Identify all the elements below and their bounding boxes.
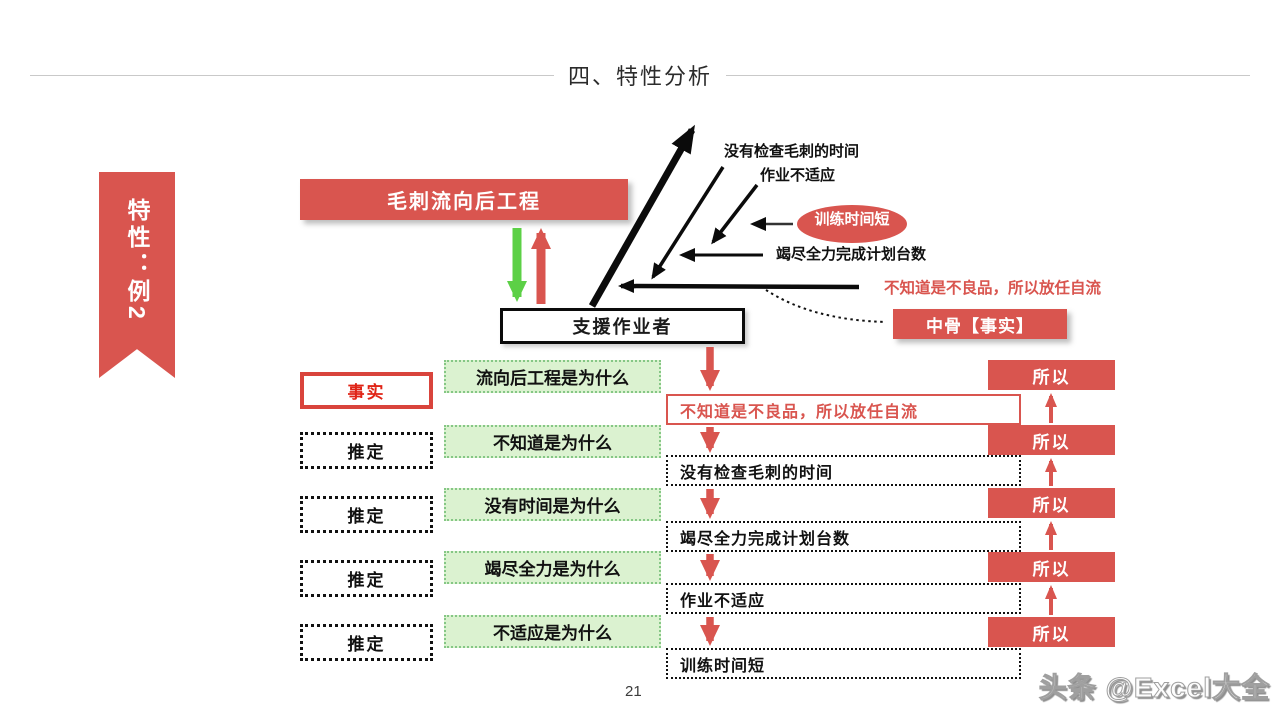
why-box-2: 不知道是为什么 <box>444 425 661 458</box>
bone-label-work-unfit: 作业不适应 <box>760 167 836 184</box>
training-time-ellipse: 训练时间短 <box>797 205 907 243</box>
so-box-3: 所以 <box>988 488 1115 518</box>
dotted-connector <box>765 289 887 323</box>
why-box-1: 流向后工程是为什么 <box>444 360 661 393</box>
legend-assumption-box-1: 推定 <box>300 432 433 469</box>
title-divider-right <box>726 74 1251 76</box>
why-box-4: 竭尽全力是为什么 <box>444 551 661 584</box>
legend-fact-box: 事实 <box>300 372 433 409</box>
page-number: 21 <box>625 683 642 700</box>
chain-box-short-training: 训练时间短 <box>666 648 1021 679</box>
bone-label-no-check-time: 没有检查毛刺的时间 <box>724 143 860 160</box>
spine-label-unknown-defect: 不知道是不良品，所以放任自流 <box>884 280 1102 297</box>
ribbon-label: 特性：例2 <box>124 198 150 323</box>
so-box-4: 所以 <box>988 552 1115 582</box>
chain-box-no-check-time: 没有检查毛刺的时间 <box>666 455 1021 486</box>
chain-box-work-unfit: 作业不适应 <box>666 583 1021 614</box>
so-box-2: 所以 <box>988 425 1115 455</box>
watermark: 头条 @Excel大全 <box>1038 672 1270 704</box>
middle-bone-arrow <box>618 279 860 294</box>
chain-box-unknown-defect: 不知道是不良品，所以放任自流 <box>666 394 1021 425</box>
chain-box-full-effort: 竭尽全力完成计划台数 <box>666 521 1021 552</box>
why-box-3: 没有时间是为什么 <box>444 488 661 521</box>
legend-assumption-box-3: 推定 <box>300 560 433 597</box>
why-box-5: 不适应是为什么 <box>444 615 661 648</box>
title-divider-left <box>30 74 554 76</box>
page-title: 四、特性分析 <box>568 64 713 89</box>
ribbon-tag: 特性：例2 <box>99 172 175 378</box>
top-process-box: 毛刺流向后工程 <box>300 179 628 220</box>
legend-assumption-box-2: 推定 <box>300 496 433 533</box>
bone-label-full-effort: 竭尽全力完成计划台数 <box>776 246 927 263</box>
so-box-5: 所以 <box>988 617 1115 647</box>
support-worker-box: 支援作业者 <box>500 308 745 344</box>
bone-arrow-no-check-time <box>651 166 725 280</box>
so-box-1: 所以 <box>988 360 1115 390</box>
title-row: 四、特性分析 <box>30 60 1251 90</box>
bone-arrow-work-unfit <box>711 183 759 245</box>
middle-bone-tag-box: 中骨【事实】 <box>893 309 1067 339</box>
legend-assumption-box-4: 推定 <box>300 624 433 661</box>
